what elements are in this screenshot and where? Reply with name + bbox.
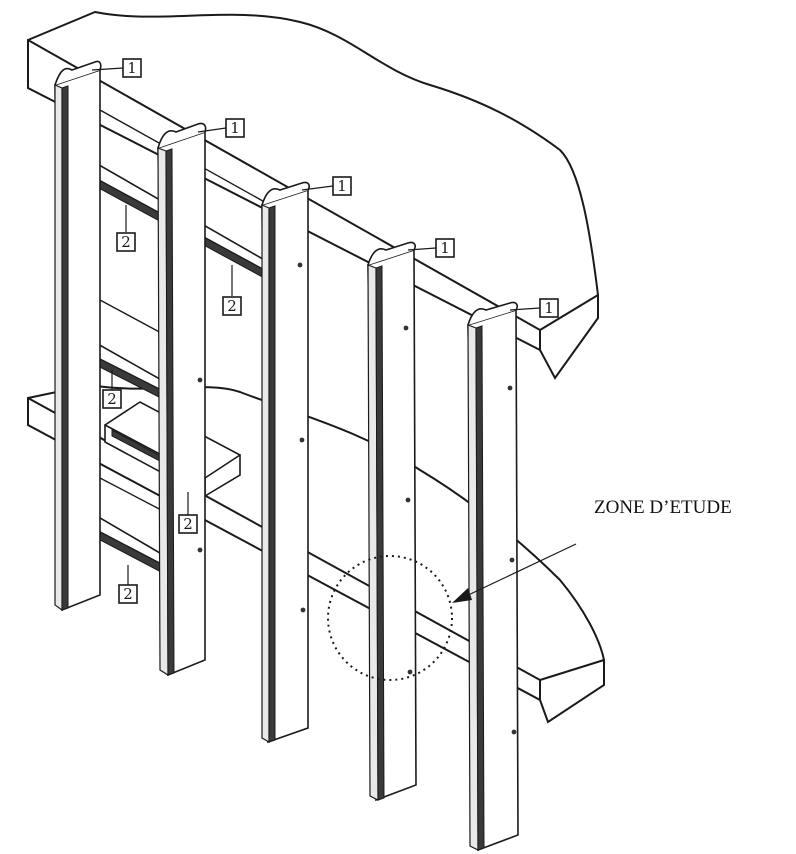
svg-text:1: 1 <box>230 119 240 137</box>
svg-text:1: 1 <box>544 299 554 317</box>
svg-text:1: 1 <box>337 177 347 195</box>
stud-2 <box>157 122 207 677</box>
stud-3 <box>261 181 310 744</box>
track-tag-leaders <box>111 205 233 585</box>
svg-text:2: 2 <box>107 390 117 408</box>
tag-stud-c: 1 <box>332 176 352 196</box>
fastener-dots <box>197 262 517 735</box>
tag-track-d: 2 <box>178 514 198 534</box>
svg-text:1: 1 <box>127 59 137 77</box>
svg-text:2: 2 <box>227 297 237 315</box>
tag-stud-e: 1 <box>539 298 559 318</box>
stud-1 <box>54 60 102 612</box>
tag-track-a: 2 <box>116 232 136 252</box>
tag-track-e: 2 <box>118 584 138 604</box>
tag-stud-a: 1 <box>122 58 142 78</box>
tag-track-b: 2 <box>222 296 242 316</box>
svg-text:1: 1 <box>440 239 450 257</box>
stud-tag-leaders <box>91 67 541 311</box>
tag-stud-d: 1 <box>435 238 455 258</box>
svg-text:2: 2 <box>121 233 131 251</box>
svg-text:2: 2 <box>123 585 133 603</box>
stud-5 <box>467 301 519 852</box>
tag-track-c: 2 <box>102 389 122 409</box>
stud-4 <box>367 241 417 802</box>
svg-text:2: 2 <box>183 515 193 533</box>
zone-label: ZONE D’ETUDE <box>594 497 732 518</box>
study-zone <box>327 543 577 681</box>
tag-stud-b: 1 <box>225 118 245 138</box>
upper-slab <box>27 10 599 380</box>
